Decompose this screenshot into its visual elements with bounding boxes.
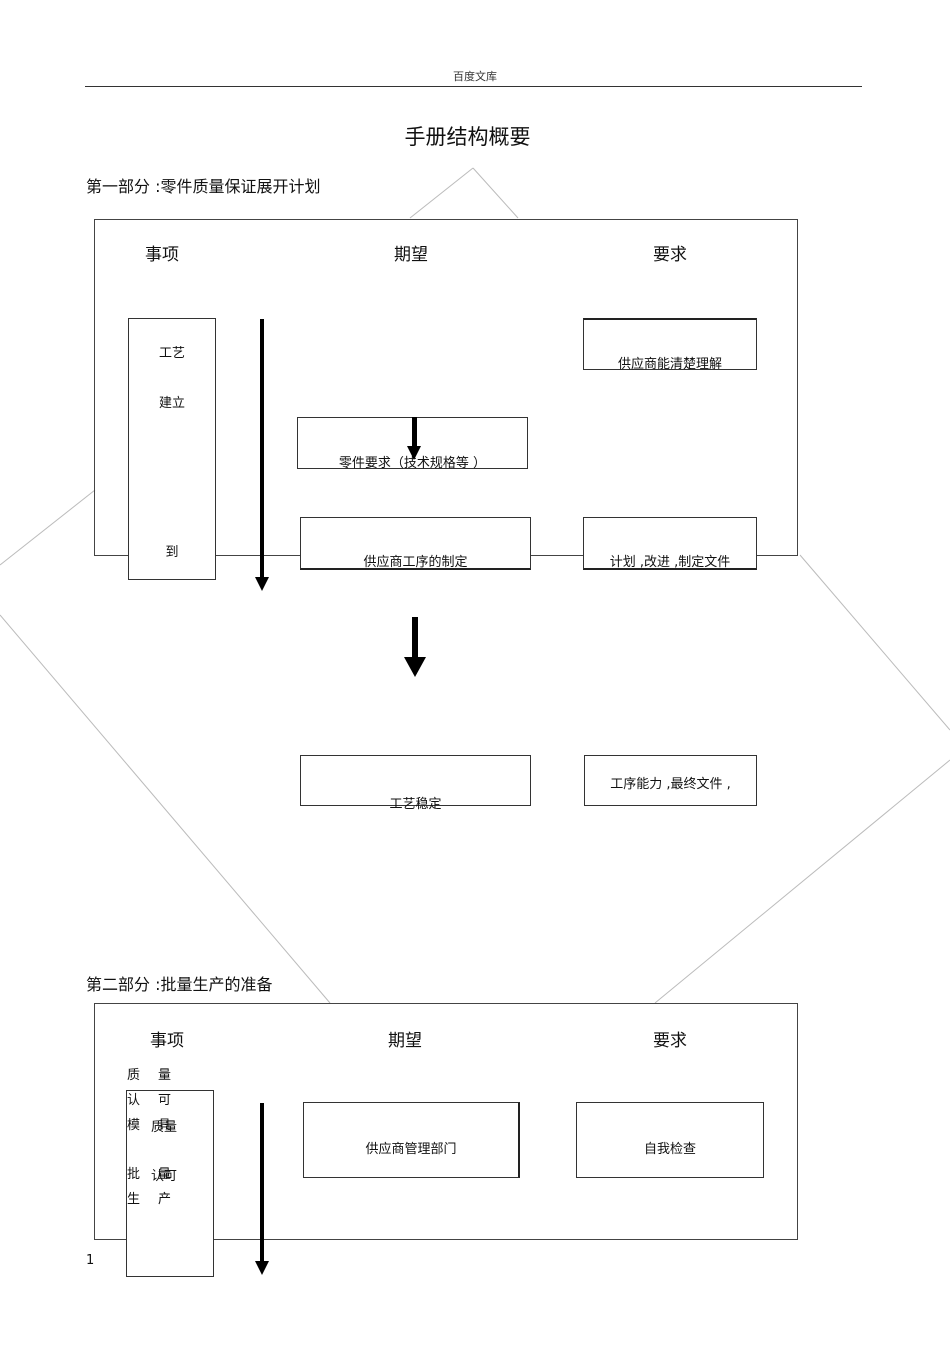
arrow-down-icon — [255, 577, 269, 591]
part1-item-box: 工艺 建立 到 — [128, 318, 216, 580]
item-char: 量 — [158, 1167, 172, 1182]
part2-heading: 第二部分 :批量生产的准备 — [86, 975, 273, 994]
item-line: 建立 — [158, 396, 185, 411]
item-char: 具 — [158, 1118, 172, 1133]
part2-require-box: 自我检查 — [576, 1102, 764, 1178]
part1-col-item: 事项 — [145, 245, 179, 265]
arrow-down-icon — [404, 657, 426, 677]
part1-expect-box: 工艺稳定 — [300, 755, 531, 812]
part2-col-require: 要求 — [653, 1031, 687, 1051]
flow-arrow-line — [260, 319, 264, 579]
flow-arrow-line — [412, 417, 417, 448]
part2-item-box — [126, 1090, 214, 1277]
header-divider — [85, 86, 862, 87]
flow-arrow-line — [412, 617, 418, 659]
require-text: 自我检查 — [643, 1142, 696, 1157]
part2-expect-box: 供应商管理部门 — [303, 1102, 520, 1178]
require-text: 供应商能清楚理解 — [617, 357, 722, 372]
item-char: 产 — [158, 1192, 172, 1207]
item-char: 量 — [158, 1068, 172, 1083]
part2-col-expect: 期望 — [388, 1031, 422, 1051]
item-char: 模 — [127, 1118, 141, 1133]
part1-require-box: 供应商能清楚理解 — [583, 318, 757, 372]
item-char: 生 — [127, 1192, 141, 1207]
header-site-name: 百度文库 — [453, 70, 497, 83]
part2-col-item: 事项 — [150, 1031, 184, 1051]
part1-expect-box: 供应商工序的制定 — [300, 517, 531, 570]
flow-arrow-line — [260, 1103, 264, 1261]
page-number: 1 — [86, 1253, 95, 1268]
part1-col-expect: 期望 — [394, 245, 428, 265]
item-char: 认 — [127, 1093, 141, 1108]
arrow-down-icon — [407, 446, 421, 460]
item-line: 到 — [165, 545, 179, 560]
expect-text: 零件要求（技术规格等 ） — [338, 456, 487, 471]
expect-text: 工艺稳定 — [389, 797, 442, 812]
expect-text: 供应商管理部门 — [365, 1142, 457, 1157]
part1-col-require: 要求 — [653, 245, 687, 265]
arrow-down-icon — [255, 1261, 269, 1275]
require-text: 工序能力 ,最终文件 , — [610, 777, 731, 792]
part1-require-box: 计划 ,改进 ,制定文件 — [583, 517, 757, 570]
item-char: 质 — [127, 1068, 141, 1083]
expect-text: 供应商工序的制定 — [363, 555, 468, 570]
require-text: 计划 ,改进 ,制定文件 — [609, 555, 731, 570]
item-text-overlay: 认可 — [151, 1169, 178, 1184]
item-char: 可 — [158, 1093, 172, 1108]
item-char: 批 — [127, 1167, 141, 1182]
item-line: 工艺 — [158, 346, 185, 361]
item-text-overlay: 质量 — [151, 1120, 178, 1135]
page-title: 手册结构概要 — [404, 125, 531, 149]
part1-require-box: 工序能力 ,最终文件 , — [584, 755, 757, 806]
part2-frame — [94, 1003, 798, 1240]
part1-heading: 第一部分 :零件质量保证展开计划 — [86, 177, 321, 196]
